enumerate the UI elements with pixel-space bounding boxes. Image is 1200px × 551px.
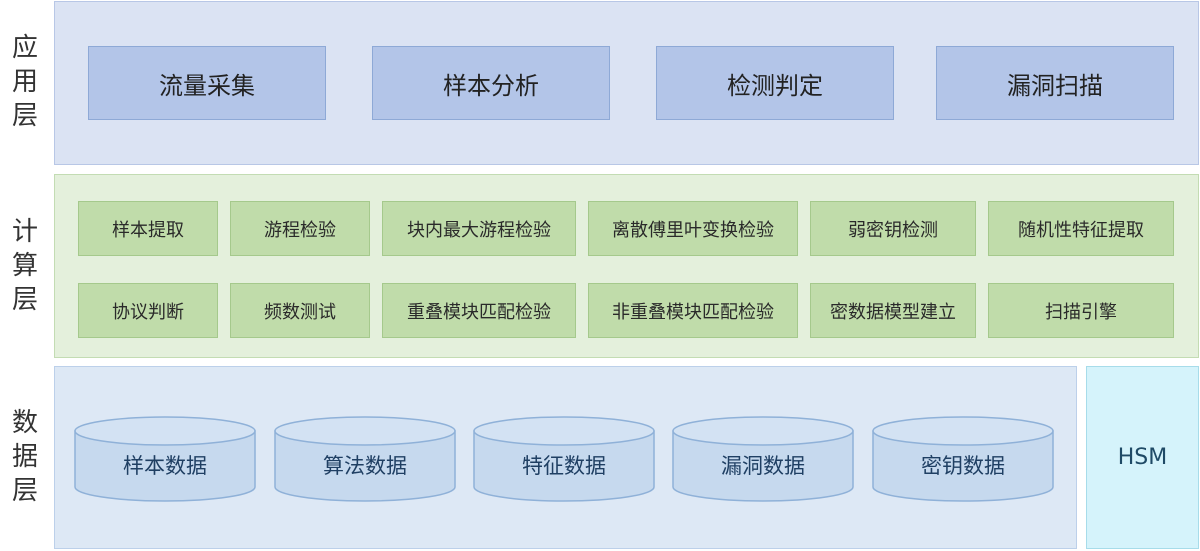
- app-module-detection: 检测判定: [656, 46, 894, 120]
- datastore-feature: 特征数据: [473, 416, 655, 502]
- calc-layer-label-char-1: 计: [11, 217, 38, 247]
- app-module-traffic-capture: 流量采集: [88, 46, 326, 120]
- app-module-vuln-scan: 漏洞扫描: [936, 46, 1174, 120]
- calc-module: 样本提取: [78, 201, 218, 256]
- datastore-vulnerability: 漏洞数据: [672, 416, 854, 502]
- app-layer-label: 应 用 层: [0, 20, 50, 144]
- data-layer-label-char-2: 据: [11, 442, 38, 472]
- calc-layer-label: 计 算 层: [0, 204, 50, 328]
- calc-module: 块内最大游程检验: [382, 201, 576, 256]
- app-layer-label-char-1: 应: [11, 33, 38, 63]
- database-cylinder-icon: [274, 416, 456, 502]
- calc-module: 扫描引擎: [988, 283, 1174, 338]
- hsm-panel: HSM: [1086, 366, 1199, 549]
- datastore-label: 漏洞数据: [721, 454, 805, 478]
- data-layer-label-char-1: 数: [11, 408, 38, 438]
- calc-module: 重叠模块匹配检验: [382, 283, 576, 338]
- data-layer-label-char-3: 层: [11, 476, 38, 506]
- calc-module: 协议判断: [78, 283, 218, 338]
- datastore-label: 特征数据: [522, 454, 606, 478]
- database-cylinder-icon: [473, 416, 655, 502]
- app-module-sample-analysis: 样本分析: [372, 46, 610, 120]
- database-cylinder-icon: [872, 416, 1054, 502]
- datastore-label: 密钥数据: [921, 454, 1005, 478]
- calc-layer-label-char-2: 算: [11, 251, 38, 281]
- database-cylinder-icon: [672, 416, 854, 502]
- datastore-key: 密钥数据: [872, 416, 1054, 502]
- calc-module: 随机性特征提取: [988, 201, 1174, 256]
- database-cylinder-icon: [74, 416, 256, 502]
- datastore-sample: 样本数据: [74, 416, 256, 502]
- calc-module: 离散傅里叶变换检验: [588, 201, 798, 256]
- calc-module: 密数据模型建立: [810, 283, 976, 338]
- calc-module: 游程检验: [230, 201, 370, 256]
- app-layer-label-char-2: 用: [11, 67, 38, 97]
- hsm-label: HSM: [1117, 445, 1168, 470]
- calc-layer-label-char-3: 层: [11, 285, 38, 315]
- app-layer-label-char-3: 层: [11, 101, 38, 131]
- calc-module: 弱密钥检测: [810, 201, 976, 256]
- data-layer-label: 数 据 层: [0, 395, 50, 519]
- datastore-algorithm: 算法数据: [274, 416, 456, 502]
- datastore-label: 算法数据: [323, 454, 407, 478]
- datastore-label: 样本数据: [123, 454, 207, 478]
- calc-module: 频数测试: [230, 283, 370, 338]
- calc-module: 非重叠模块匹配检验: [588, 283, 798, 338]
